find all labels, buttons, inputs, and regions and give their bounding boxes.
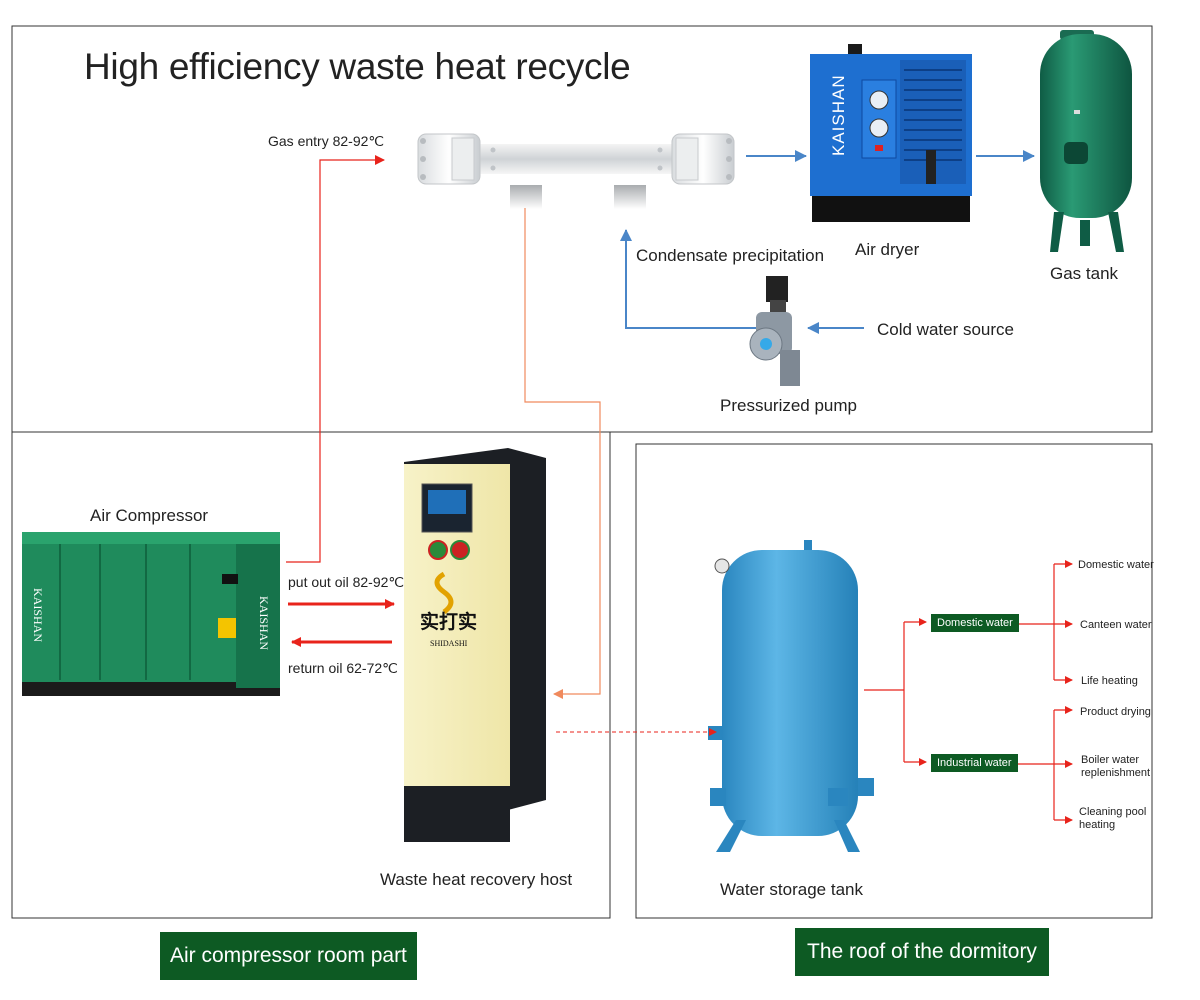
host-logo-cn: 实打实 bbox=[420, 610, 477, 633]
recovery-host-label: Waste heat recovery host bbox=[380, 870, 573, 889]
air-dryer-label: Air dryer bbox=[855, 240, 920, 259]
put-out-oil-label: put out oil 82-92℃ bbox=[288, 574, 405, 590]
upper-section-frame bbox=[11, 25, 1153, 433]
use-domestic-water: Domestic water bbox=[1078, 559, 1154, 571]
compressor-brand-text-left: KAISHAN bbox=[31, 588, 45, 642]
compressor-brand-text-right: KAISHAN bbox=[257, 596, 271, 650]
host-logo-en: SHIDASHI bbox=[430, 639, 468, 648]
gas-tank-label: Gas tank bbox=[1050, 264, 1119, 283]
water-tank-label: Water storage tank bbox=[720, 880, 863, 899]
return-oil-label: return oil 62-72℃ bbox=[288, 660, 398, 676]
compressor-room-frame bbox=[11, 432, 611, 919]
heat-exchanger bbox=[417, 133, 735, 209]
use-product-drying: Product drying bbox=[1080, 706, 1151, 718]
dryer-brand-text: KAISHAN bbox=[829, 74, 848, 156]
gas-tank-image bbox=[1040, 30, 1132, 252]
condensate-arrow bbox=[620, 229, 756, 329]
use-boiler-replenishment: Boiler water replenishment bbox=[1081, 754, 1151, 779]
heat-return-line bbox=[524, 208, 601, 699]
compressor-room-footer-label: Air compressor room part bbox=[160, 932, 417, 980]
pressurized-pump-image bbox=[749, 276, 800, 386]
pump-label: Pressurized pump bbox=[720, 396, 858, 415]
industrial-water-box: Industrial water bbox=[931, 754, 1018, 772]
dormitory-roof-footer-label: The roof of the dormitory bbox=[795, 928, 1049, 976]
condensate-label: Condensate precipitation bbox=[636, 246, 825, 265]
air-dryer-image bbox=[810, 44, 972, 222]
recovery-host-image bbox=[404, 448, 546, 842]
gas-entry-line bbox=[286, 155, 385, 563]
gas-entry-label: Gas entry 82-92℃ bbox=[268, 133, 385, 149]
water-distribution-lines bbox=[864, 560, 1073, 824]
air-compressor-label: Air Compressor bbox=[90, 506, 209, 525]
water-storage-tank-image bbox=[708, 540, 874, 852]
use-canteen-water: Canteen water bbox=[1080, 619, 1152, 631]
page-title: High efficiency waste heat recycle bbox=[84, 46, 631, 87]
cold-water-label: Cold water source bbox=[877, 320, 1015, 339]
dormitory-roof-frame bbox=[635, 443, 1153, 919]
domestic-water-box: Domestic water bbox=[931, 614, 1019, 632]
use-cleaning-pool-heating: Cleaning pool heating bbox=[1079, 806, 1147, 831]
air-compressor-image bbox=[22, 532, 280, 696]
use-life-heating: Life heating bbox=[1081, 675, 1138, 687]
